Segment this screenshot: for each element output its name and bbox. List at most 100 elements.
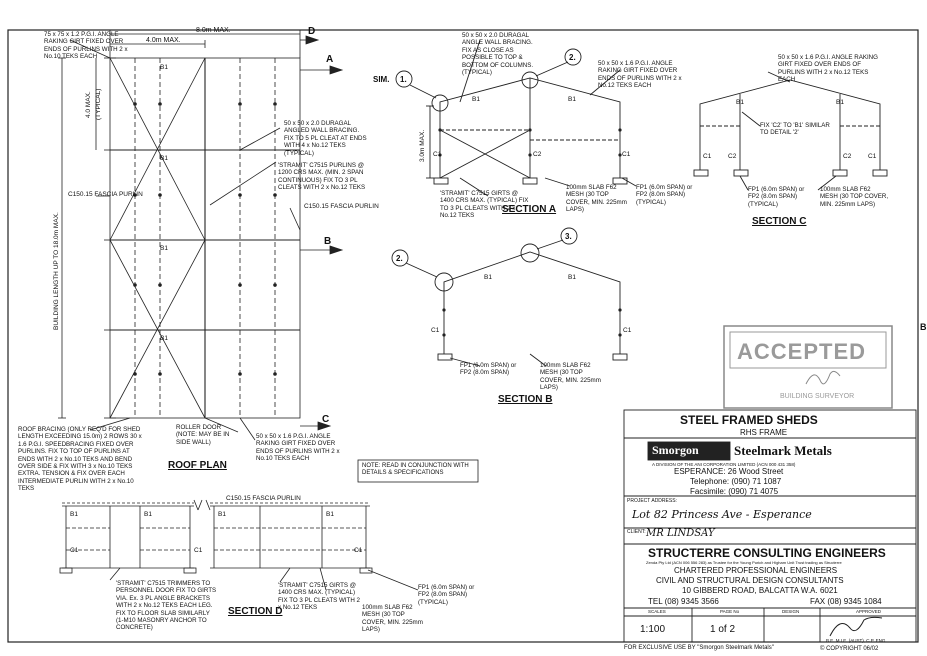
esperance: ESPERANCE: 26 Wood Street [674,467,784,476]
dim-total: 8.0m MAX. [196,27,231,34]
sa-b1-right: B1 [568,96,576,103]
fascia-left: C150.15 FASCIA PURLIN [68,191,143,198]
sd-c1-2: C1 [194,547,203,554]
copyright: © COPYRIGHT 06/02 [820,646,879,652]
roof-plan [58,30,344,441]
sc-slab-note: 100mm SLAB F62 MESH (30 TOP COVER, MIN. … [820,186,889,208]
client-label: CLIENT: [627,529,646,535]
section-b-label: SECTION B [498,394,552,405]
detail-2-label: 2. [569,53,576,62]
sa-b1-left: B1 [472,96,480,103]
section-b-labels: 2. 3. B1 B1 C1 C1 SECTION B [396,232,632,405]
section-mark-c: C [322,414,329,425]
project-label: PROJECT ADDRESS: [627,498,677,504]
sa-raking-note: 50 x 50 x 1.6 P.G.I. ANGLE RAKING GIRT F… [598,60,682,90]
exclusive: FOR EXCLUSIVE USE BY "Smorgon Steelmark … [624,645,774,651]
sb-detail-3: 3. [565,232,572,241]
project-value: Lot 82 Princess Ave - Esperance [632,508,812,521]
col-page: PAGE No [720,609,740,614]
col-scale: SCALES [648,609,666,614]
sd-c1-1: C1 [70,547,79,554]
section-c-labels: B1 B1 C1 C2 C2 C1 SECTION C [703,99,877,227]
address: 10 GIBBERD ROAD, BALCATTA W.A. 6021 [682,586,838,595]
section-a-labels: SIM. 1. 2. 3.0m MAX. B1 B1 C1 C2 C1 SECT… [373,53,631,215]
sc-c1-left: C1 [703,153,712,160]
fascia-d: C150.15 FASCIA PURLIN [226,495,301,502]
stamp-sub: BUILDING SURVEYOR [780,393,854,400]
dim-bay: 4.0 MAX. [85,91,92,118]
chartered: CHARTERED PROFESSIONAL ENGINEERS [674,566,838,575]
section-d-label: SECTION D [228,606,282,617]
sb-detail-2: 2. [396,254,403,263]
telephone: Telephone: (090) 71 1087 [690,477,782,486]
page-value: 1 of 2 [710,624,736,635]
sheet-border [7,29,919,643]
sa-slab-note: 100mm SLAB F62 MESH (30 TOP COVER, MIN. … [566,184,627,214]
roller-door-note: ROLLER DOOR (NOTE: MAY BE IN SIDE WALL) [176,424,230,446]
sb-b1-left: B1 [484,274,492,281]
top-left-note: 75 x 75 x 1.2 P.G.I. ANGLE RAKING GIRT F… [44,31,128,61]
bay-label-3: B1 [160,245,168,252]
brand-smorgon: Smorgon [652,443,699,457]
sa-c1-right: C1 [622,151,631,158]
section-c-label: SECTION C [752,216,806,227]
subtitle: RHS FRAME [740,428,788,437]
sa-c2: C2 [533,151,542,158]
sb-c1-right: C1 [623,327,632,334]
engineer-signature [829,616,883,637]
section-mark-d: D [308,26,315,37]
section-c [693,71,888,191]
sc-b1-left: B1 [736,99,744,106]
sd-slab-note: 100mm SLAB F62 MESH (30 TOP COVER, MIN. … [362,604,423,634]
page-marker: B [920,322,927,332]
section-a [395,39,637,197]
sd-girts-note: 'STRAMIT' C7515 GIRTS @ 1400 CRS MAX. (T… [278,582,360,612]
height-dim: 3.0m MAX. [419,130,426,162]
sc-c1-right: C1 [868,153,877,160]
plan-purlin-dots [133,102,277,376]
sb-slab-note: 100mm SLAB F62 MESH (30 TOP COVER, MIN. … [540,362,601,392]
roof-bracing-note: ROOF BRACING (ONLY REQ'D FOR SHED LENGTH… [18,426,142,493]
sd-b1-1: B1 [70,511,78,518]
section-b [391,227,628,367]
note-box [357,459,479,483]
section-b-dots [442,308,622,337]
note-box-text: NOTE: READ IN CONJUNCTION WITH DETAILS &… [362,463,469,477]
scale-value: 1:100 [640,624,666,635]
plan-purlin-note: 'STRAMIT' C7515 PURLINS @ 1200 CRS MAX. … [278,162,366,192]
sc-fix-note: FIX 'C2' TO 'B1' SIMILAR TO DETAIL '2' [760,122,830,137]
sc-c2-left: C2 [728,153,737,160]
sc-c2-right: C2 [843,153,852,160]
stamp-signature [805,370,841,385]
plan-raking-note: 50 x 50 x 1.6 P.G.I. ANGLE RAKING GIRT F… [256,433,340,463]
title: STEEL FRAMED SHEDS [680,413,818,427]
plan-bracing-note: 50 x 50 x 2.0 DURAGAL ANGLED WALL BRACIN… [284,120,367,157]
section-d [59,499,419,591]
sd-footing-note: FP1 (6.0m SPAN) or FP2 (8.0m SPAN) (TYPI… [418,584,475,606]
facsimile: Facsimile: (090) 71 4075 [690,487,779,496]
sc-footing-note: FP1 (6.0m SPAN) or FP2 (8.0m SPAN) (TYPI… [748,186,805,208]
dim-bay-sub: (TYPICAL) [95,89,102,120]
sc-raking-note: 50 x 50 x 1.6 P.G.I. ANGLE RAKING GIRT F… [778,54,878,84]
sa-footing-note: FP1 (6.0m SPAN) or FP2 (8.0m SPAN) (TYPI… [636,184,693,206]
section-mark-b: B [324,236,331,247]
division: A DIVISION OF THE ANI CORPORATION LIMITE… [652,462,796,467]
sc-b1-right: B1 [836,99,844,106]
roof-plan-label: ROOF PLAN [168,460,227,471]
civil: CIVIL AND STRUCTURAL DESIGN CONSULTANTS [656,576,844,585]
bay-label-4: B1 [160,335,168,342]
sd-b1-4: B1 [326,511,334,518]
accepted-stamp: ACCEPTED BUILDING SURVEYOR [723,325,893,409]
detail-1-label: 1. [400,75,407,84]
sa-c1-left: C1 [433,151,442,158]
sb-c1-left: C1 [431,327,440,334]
section-a-label: SECTION A [502,204,556,215]
tel: TEL (08) 9345 3566 [648,597,719,606]
client-value: MR LINDSAY [646,528,715,539]
sb-footing-note: FP1 (6.0m SPAN) or FP2 (8.0m SPAN) [460,362,517,377]
sa-bracing-note: 50 x 50 x 2.0 DURAGAL ANGLE WALL BRACING… [462,32,534,77]
sd-b1-2: B1 [144,511,152,518]
sd-c1-3: C1 [354,547,363,554]
sim-label: SIM. [373,75,389,84]
